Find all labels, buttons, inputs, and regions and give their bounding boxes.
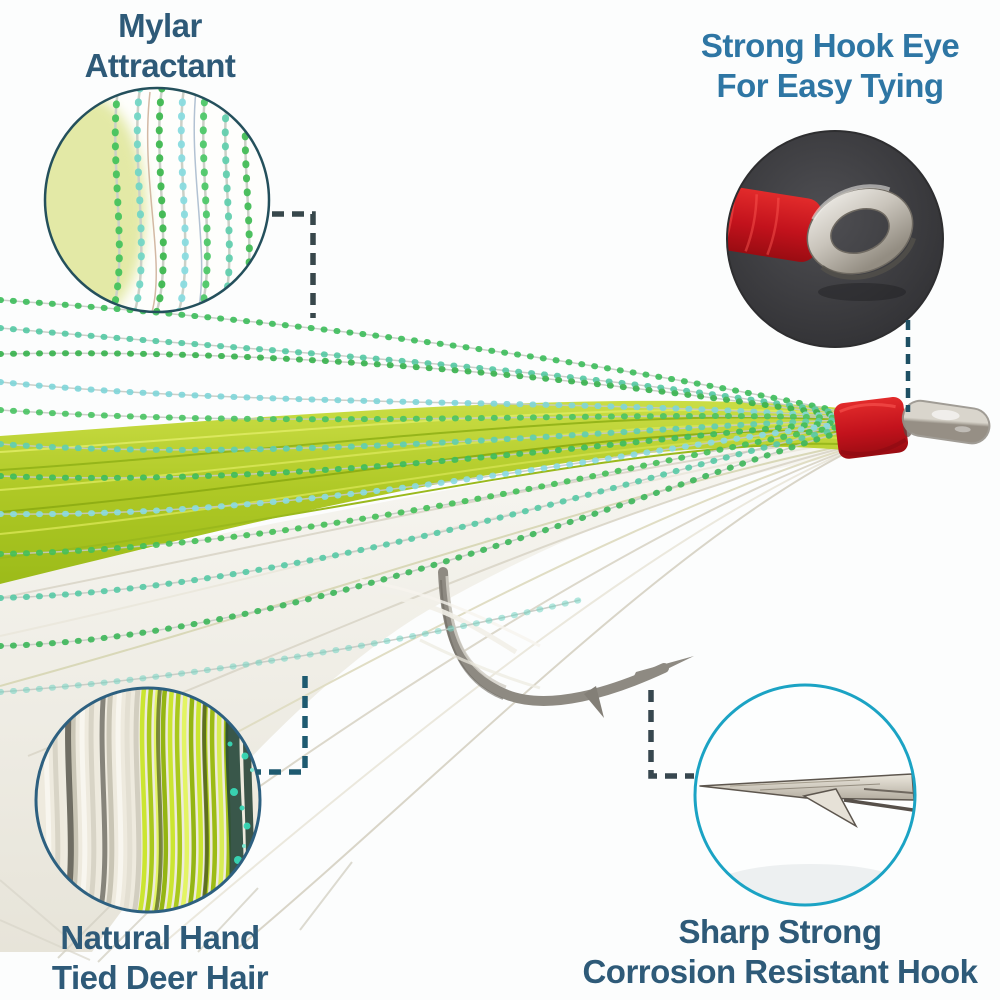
label-line-2: For Easy Tying <box>716 67 944 104</box>
label-line-1: Sharp Strong <box>678 913 882 950</box>
label-sharp-strong-hook: Sharp Strong Corrosion Resistant Hook <box>560 912 1000 992</box>
mylar-flash-strands <box>0 297 848 695</box>
white-hair-over-hook <box>359 578 541 690</box>
inset-eye-ring <box>806 184 917 280</box>
callout-connector-mylar <box>272 211 316 318</box>
callout-connectors <box>256 211 911 779</box>
inset-circle-mylar <box>43 86 271 314</box>
label-line-1: Strong Hook Eye <box>700 27 960 64</box>
hook-eye <box>901 399 991 445</box>
label-natural-deer-hair: Natural Hand Tied Deer Hair <box>10 918 310 998</box>
inset-circle-hook-eye <box>726 130 944 348</box>
label-line-2: Attractant <box>84 47 236 84</box>
hook-bend <box>438 567 694 718</box>
label-line-1: Natural Hand <box>60 919 260 956</box>
label-line-2: Tied Deer Hair <box>51 959 269 996</box>
label-strong-hook-eye: Strong Hook Eye For Easy Tying <box>650 26 1000 106</box>
hook-point <box>628 656 694 688</box>
label-mylar-attractant: Mylar Attractant <box>15 6 305 86</box>
hook-barb <box>584 686 604 718</box>
inset-red-wrap <box>727 186 823 262</box>
inset-hook-barb <box>801 788 858 828</box>
callout-connector-deer-hair <box>256 676 308 775</box>
inset-circle-hook-point <box>693 683 917 907</box>
callout-connector-hook-point <box>648 690 694 779</box>
inset-circle-deer-hair <box>34 686 262 914</box>
label-line-1: Mylar <box>118 7 202 44</box>
label-line-2: Corrosion Resistant Hook <box>582 953 978 990</box>
red-thread-wrap <box>833 396 908 459</box>
